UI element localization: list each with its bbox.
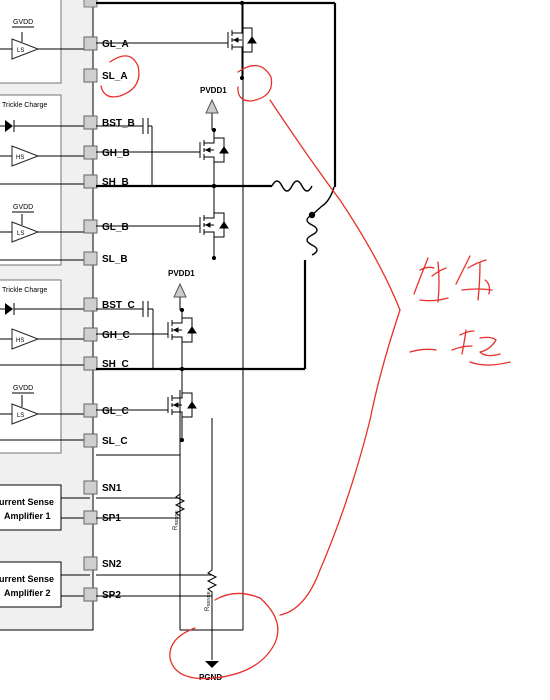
pin-pad-sl-c: [83, 433, 98, 448]
pin-label-bst-b: BST_B: [102, 118, 135, 129]
pin-pad-sl-b: [83, 251, 98, 266]
driver-ls-1: LS: [0, 32, 90, 60]
pin-label-sn2: SN2: [102, 559, 122, 570]
pvdd-label-2: PVDD1: [168, 269, 195, 278]
pin-pad-sh-c: [83, 356, 98, 371]
driver-ls-3: LS: [0, 395, 90, 441]
mosfet-4: [96, 307, 197, 372]
svg-text:HS: HS: [16, 155, 24, 161]
ic-subblock-a: [0, 0, 62, 84]
trickle-charge-1: Trickle Charge: [0, 102, 90, 132]
trickle-charge-2: Trickle Charge: [0, 287, 90, 315]
svg-text:LS: LS: [17, 48, 24, 54]
gvdd-label-3: GVDD: [13, 385, 33, 392]
mosfet-5: [96, 366, 197, 443]
pin-label-sl-c: SL_C: [102, 436, 128, 447]
handwritten-markup: [100, 55, 511, 680]
pvdd-label-1: PVDD1: [200, 86, 227, 95]
amplifier-box-2: [0, 561, 62, 608]
rsense-label-1: RSENSE: [173, 510, 179, 530]
pin-pad-sn1: [83, 480, 98, 495]
pin-label-gl-a: GL_A: [102, 39, 129, 50]
pin-label-sh-b: SH_B: [102, 177, 129, 188]
pin-pad-sh-b: [83, 174, 98, 189]
driver-hs-1: HS: [0, 145, 90, 185]
pin-pad-gh-b: [83, 145, 98, 160]
pin-label-bst-c: BST_C: [102, 300, 135, 311]
sense-resistor-1: [96, 454, 186, 530]
rsense-label-2: RSENSE: [205, 591, 211, 611]
driver-hs-2: HS: [0, 328, 90, 366]
pin-pad-bst-c: [83, 297, 98, 312]
pin-pad-top: [83, 0, 98, 8]
pin-pad-sp2: [83, 587, 98, 602]
ic-subblock-b: [0, 94, 62, 266]
bst-capacitor-b: [96, 118, 153, 186]
pin-pad-gl-a: [83, 36, 98, 51]
pin-label-sl-b: SL_B: [102, 254, 128, 265]
mosfet-3: [96, 183, 229, 261]
svg-text:Trickle Charge: Trickle Charge: [2, 287, 47, 294]
amplifier-2-line2: Amplifier 2: [4, 588, 51, 598]
svg-text:HS: HS: [16, 338, 24, 344]
amplifier-1-line2: Amplifier 1: [4, 511, 51, 521]
pin-pad-sn2: [83, 556, 98, 571]
pin-pad-gl-c: [83, 403, 98, 418]
ic-subblock-c: [0, 279, 62, 454]
bst-capacitor-c: [96, 301, 154, 369]
amplifier-2-line1: urrent Sense: [0, 574, 54, 584]
svg-text:Trickle Charge: Trickle Charge: [2, 102, 47, 109]
mosfet-group: [96, 0, 257, 443]
pin-label-sh-c: SH_C: [102, 359, 129, 370]
pin-label-gl-b: GL_B: [102, 222, 129, 233]
pin-label-gl-c: GL_C: [102, 406, 129, 417]
pin-pad-sl-a: [83, 68, 98, 83]
pin-label-gh-b: GH_B: [102, 148, 130, 159]
gvdd-label-2: GVDD: [13, 204, 33, 211]
pin-label-sn1: SN1: [102, 483, 122, 494]
pin-label-gh-c: GH_C: [102, 330, 130, 341]
sense-resistor-2: [96, 418, 218, 660]
pgnd-symbol: [205, 661, 219, 668]
amplifier-box-1: [0, 484, 62, 531]
svg-text:LS: LS: [17, 231, 24, 237]
gvdd-label-1: GVDD: [13, 19, 33, 26]
pin-pad-bst-b: [83, 115, 98, 130]
pin-pad-sp1: [83, 510, 98, 525]
pin-pad-gh-c: [83, 327, 98, 342]
motor-winding: [271, 180, 335, 256]
svg-text:LS: LS: [17, 413, 24, 419]
mosfet-1: [96, 0, 257, 81]
pin-pad-gl-b: [83, 219, 98, 234]
pin-label-sl-a: SL_A: [102, 71, 128, 82]
pgnd-label: PGND: [199, 673, 222, 682]
amplifier-1-line1: urrent Sense: [0, 497, 54, 507]
driver-ls-2: LS: [0, 214, 90, 261]
